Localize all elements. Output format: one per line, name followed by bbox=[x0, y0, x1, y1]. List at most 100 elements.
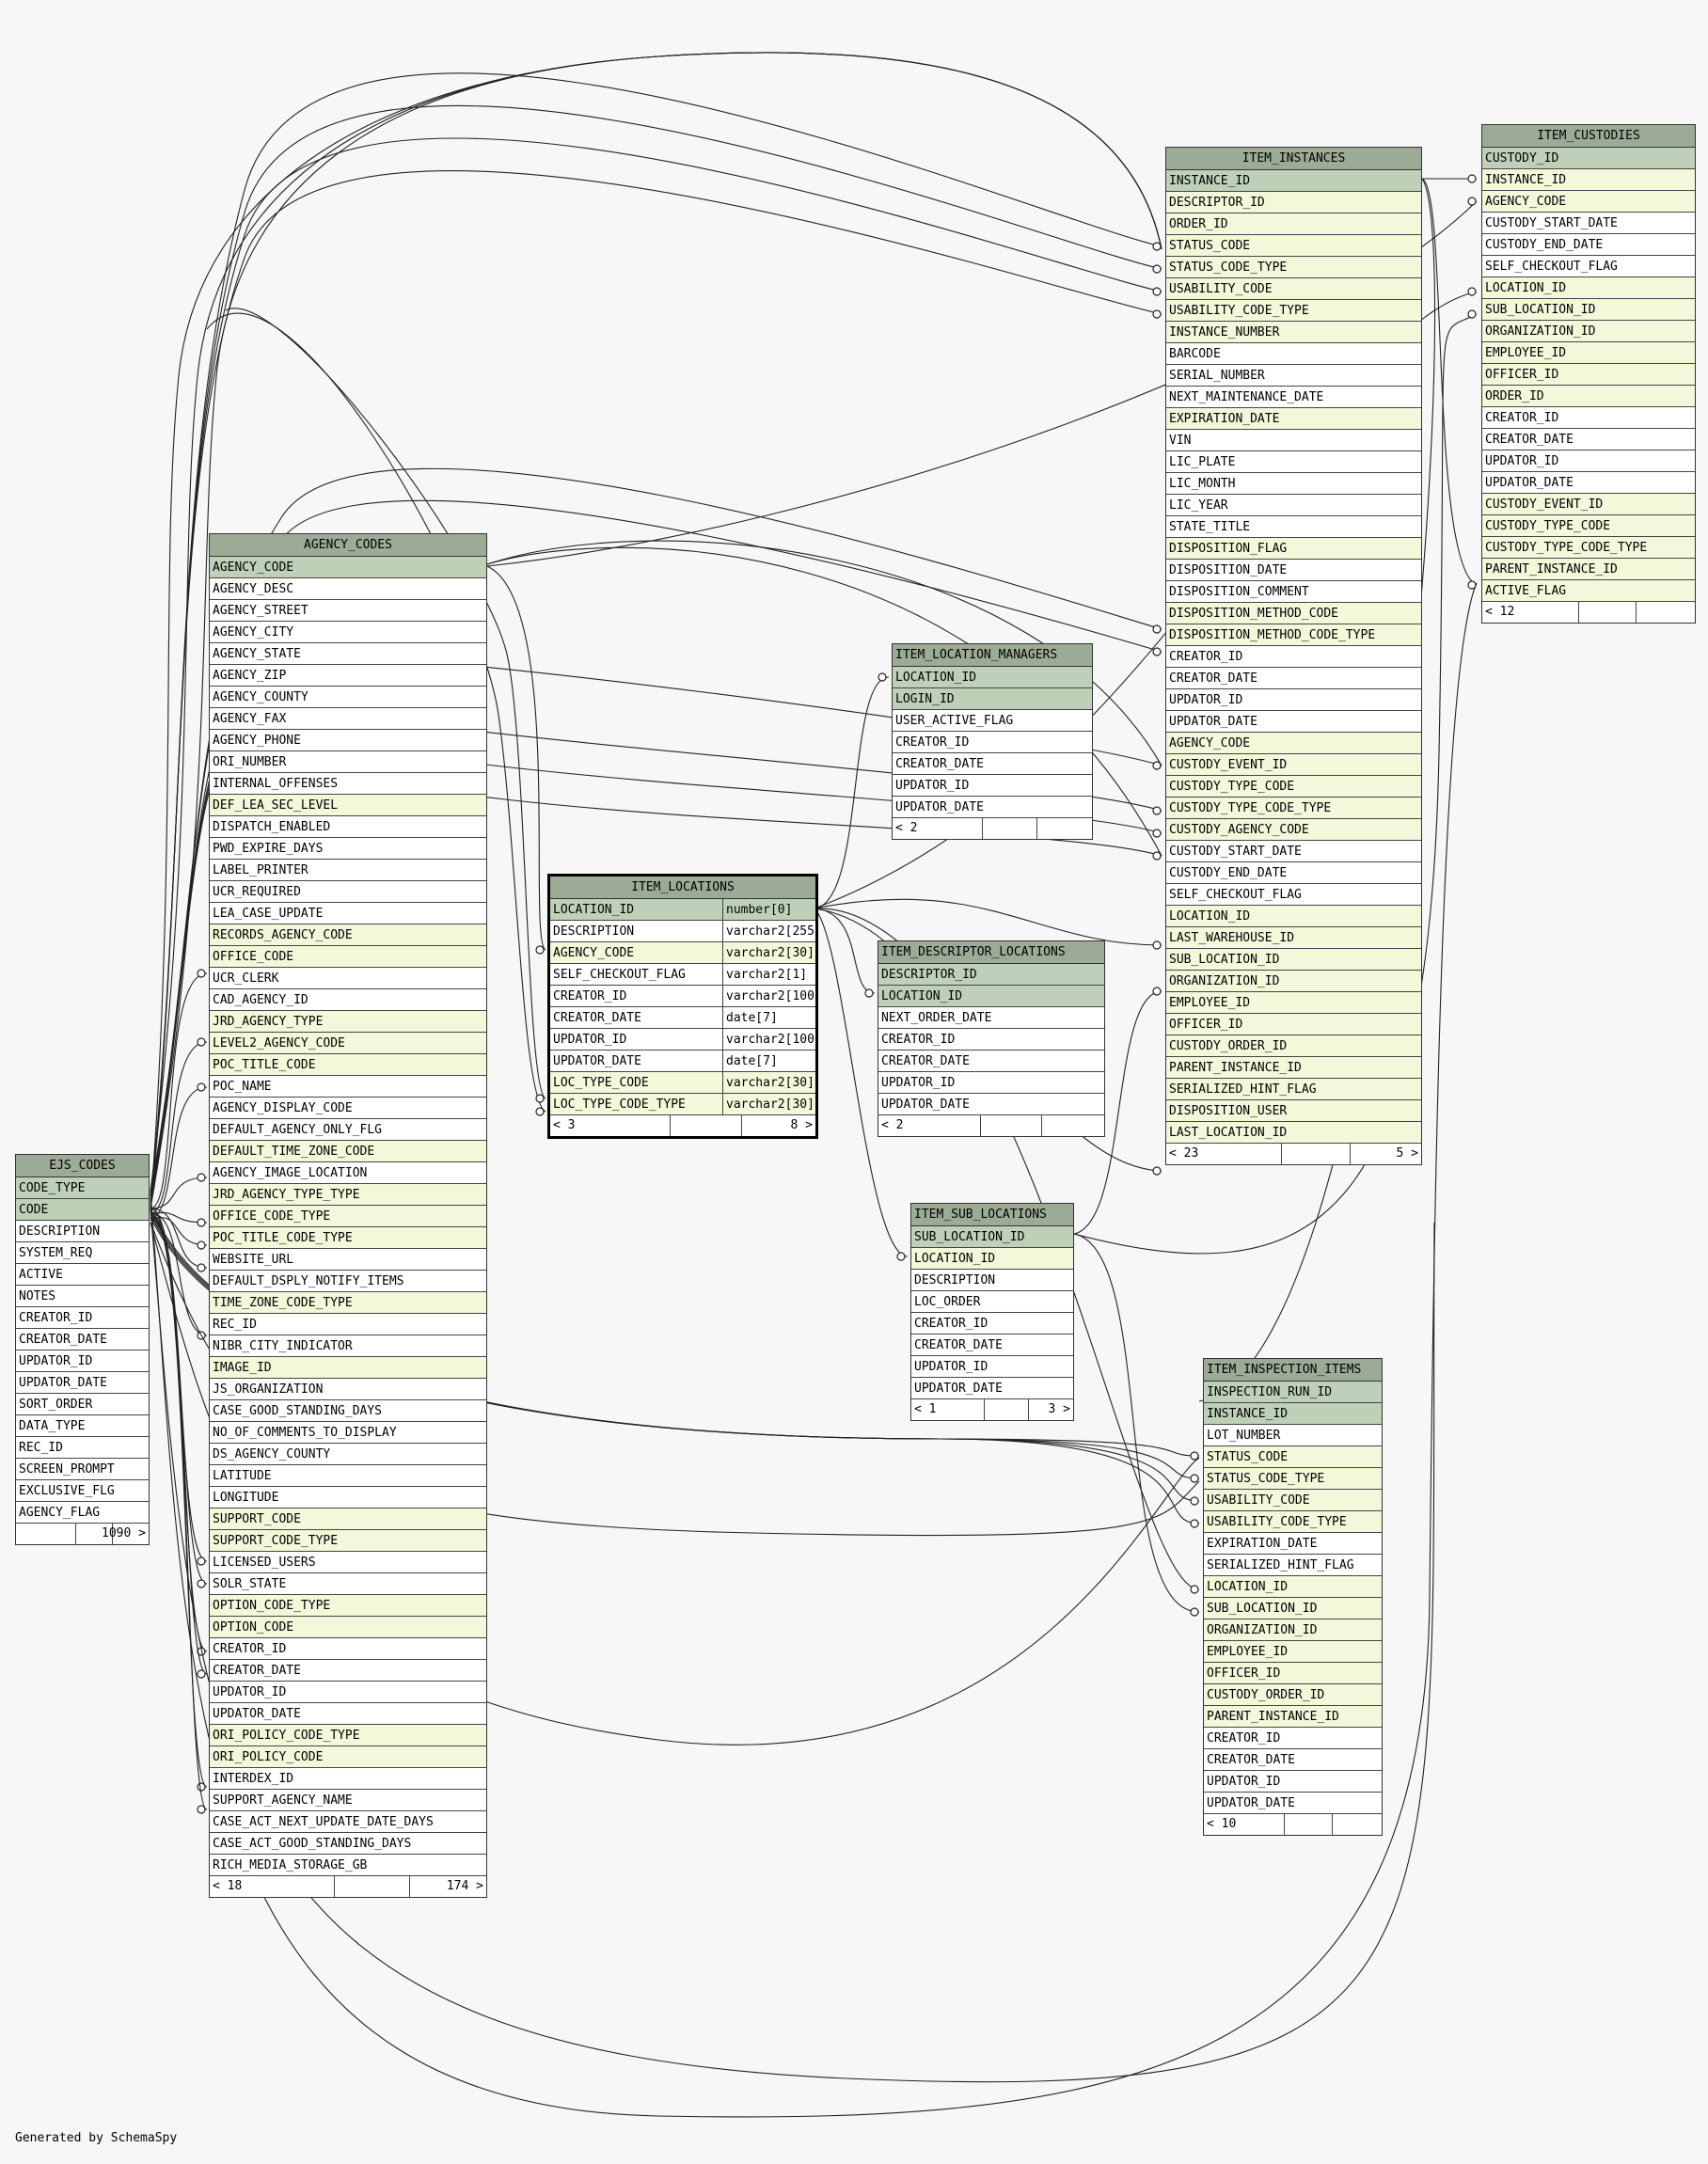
column-row[interactable]: UPDATOR_ID bbox=[1166, 689, 1421, 711]
column-row[interactable]: OPTION_CODE bbox=[210, 1617, 486, 1638]
column-row[interactable]: AGENCY_CODE bbox=[210, 557, 486, 578]
column-row[interactable]: DISPOSITION_USER bbox=[1166, 1100, 1421, 1122]
column-row[interactable]: STATUS_CODE bbox=[1166, 235, 1421, 257]
column-row[interactable]: NIBR_CITY_INDICATOR bbox=[210, 1335, 486, 1357]
column-row[interactable]: SYSTEM_REQ bbox=[16, 1242, 149, 1264]
column-row[interactable]: SUB_LOCATION_ID bbox=[1204, 1598, 1382, 1619]
column-row[interactable]: LOCATION_ID bbox=[1482, 277, 1695, 299]
column-row[interactable]: CREATOR_DATE bbox=[1166, 668, 1421, 689]
column-row[interactable]: DESCRIPTION bbox=[911, 1270, 1073, 1291]
column-row[interactable]: UPDATOR_ID bbox=[1482, 450, 1695, 472]
column-row[interactable]: NEXT_MAINTENANCE_DATE bbox=[1166, 387, 1421, 408]
column-row[interactable]: ACTIVE_FLAG bbox=[1482, 580, 1695, 602]
column-row[interactable]: ORGANIZATION_ID bbox=[1482, 321, 1695, 342]
column-row[interactable]: OFFICER_ID bbox=[1204, 1663, 1382, 1684]
column-row[interactable]: USABILITY_CODE bbox=[1204, 1490, 1382, 1511]
column-row[interactable]: STATUS_CODE bbox=[1204, 1446, 1382, 1468]
column-row[interactable]: DESCRIPTOR_ID bbox=[1166, 192, 1421, 213]
column-row[interactable]: SERIALIZED_HINT_FLAG bbox=[1166, 1079, 1421, 1100]
column-row[interactable]: OFFICER_ID bbox=[1482, 364, 1695, 386]
column-row[interactable]: REC_ID bbox=[210, 1314, 486, 1335]
column-row[interactable]: LATITUDE bbox=[210, 1465, 486, 1487]
column-row[interactable]: ORI_POLICY_CODE bbox=[210, 1746, 486, 1768]
column-row[interactable]: CUSTODY_EVENT_ID bbox=[1166, 754, 1421, 776]
column-row[interactable]: CUSTODY_AGENCY_CODE bbox=[1166, 819, 1421, 841]
column-row[interactable]: LABEL_PRINTER bbox=[210, 860, 486, 881]
column-row[interactable]: UPDATOR_DATE bbox=[878, 1094, 1104, 1115]
column-row[interactable]: RECORDS_AGENCY_CODE bbox=[210, 924, 486, 946]
column-row[interactable]: DISPOSITION_FLAG bbox=[1166, 538, 1421, 560]
column-row[interactable]: DISPOSITION_METHOD_CODE_TYPE bbox=[1166, 624, 1421, 646]
column-row[interactable]: STATUS_CODE_TYPE bbox=[1166, 257, 1421, 278]
parent-count[interactable]: < 3 bbox=[553, 1118, 576, 1132]
column-row[interactable]: EMPLOYEE_ID bbox=[1166, 992, 1421, 1014]
column-row[interactable]: INTERDEX_ID bbox=[210, 1768, 486, 1790]
column-row[interactable]: CREATOR_DATE bbox=[1482, 429, 1695, 450]
child-count[interactable]: 8 > bbox=[790, 1118, 813, 1132]
column-row[interactable]: LEA_CASE_UPDATE bbox=[210, 903, 486, 924]
column-row[interactable]: DEF_LEA_SEC_LEVEL bbox=[210, 795, 486, 816]
column-row[interactable]: ORDER_ID bbox=[1482, 386, 1695, 407]
column-row[interactable]: INSTANCE_NUMBER bbox=[1166, 322, 1421, 343]
column-row[interactable]: STATE_TITLE bbox=[1166, 516, 1421, 538]
column-row[interactable]: UPDATOR_DATE bbox=[16, 1372, 149, 1394]
column-row[interactable]: UPDATOR_DATE bbox=[893, 797, 1092, 818]
column-row[interactable]: CUSTODY_TYPE_CODE_TYPE bbox=[1482, 537, 1695, 559]
column-row[interactable]: INSPECTION_RUN_ID bbox=[1204, 1382, 1382, 1403]
child-count[interactable]: 5 > bbox=[1396, 1146, 1418, 1161]
column-row[interactable]: VIN bbox=[1166, 430, 1421, 451]
column-row[interactable]: EXCLUSIVE_FLG bbox=[16, 1480, 149, 1502]
parent-count[interactable]: < 12 bbox=[1485, 605, 1515, 619]
column-row[interactable]: CREATOR_ID bbox=[210, 1638, 486, 1660]
column-row[interactable]: CREATOR_ID bbox=[16, 1307, 149, 1329]
column-row[interactable]: CREATOR_DATE bbox=[1204, 1749, 1382, 1771]
column-row[interactable]: CASE_GOOD_STANDING_DAYS bbox=[210, 1400, 486, 1422]
parent-count[interactable]: < 1 bbox=[914, 1402, 937, 1416]
column-row[interactable]: USABILITY_CODE bbox=[1166, 278, 1421, 300]
column-row[interactable]: CUSTODY_TYPE_CODE bbox=[1166, 776, 1421, 798]
column-row[interactable]: CREATOR_ID bbox=[911, 1313, 1073, 1335]
column-row[interactable]: CUSTODY_START_DATE bbox=[1166, 841, 1421, 862]
column-row[interactable]: AGENCY_ZIP bbox=[210, 665, 486, 687]
column-row[interactable]: AGENCY_CODE bbox=[1482, 191, 1695, 213]
column-row[interactable]: AGENCY_STREET bbox=[210, 600, 486, 622]
column-row[interactable]: LOCATION_ID bbox=[1204, 1576, 1382, 1598]
column-row[interactable]: ORI_POLICY_CODE_TYPE bbox=[210, 1725, 486, 1746]
column-row[interactable]: SUB_LOCATION_ID bbox=[911, 1226, 1073, 1248]
column-row[interactable]: DS_AGENCY_COUNTY bbox=[210, 1444, 486, 1465]
column-row[interactable]: UCR_CLERK bbox=[210, 968, 486, 989]
column-row[interactable]: LEVEL2_AGENCY_CODE bbox=[210, 1033, 486, 1054]
column-row[interactable]: AGENCY_PHONE bbox=[210, 730, 486, 751]
column-row[interactable]: LONGITUDE bbox=[210, 1487, 486, 1508]
column-row[interactable]: EMPLOYEE_ID bbox=[1204, 1641, 1382, 1663]
column-row[interactable]: CREATOR_ID bbox=[878, 1029, 1104, 1050]
column-row[interactable]: NO_OF_COMMENTS_TO_DISPLAY bbox=[210, 1422, 486, 1444]
column-row[interactable]: DISPATCH_ENABLED bbox=[210, 816, 486, 838]
column-row[interactable]: STATUS_CODE_TYPE bbox=[1204, 1468, 1382, 1490]
child-count[interactable]: 174 > bbox=[446, 1879, 483, 1893]
column-row[interactable]: ACTIVE bbox=[16, 1264, 149, 1286]
column-row[interactable]: ORI_NUMBER bbox=[210, 751, 486, 773]
column-row[interactable]: LOCATION_ID bbox=[911, 1248, 1073, 1270]
column-row[interactable]: DEFAULT_TIME_ZONE_CODE bbox=[210, 1141, 486, 1162]
column-row[interactable]: WEBSITE_URL bbox=[210, 1249, 486, 1271]
column-row[interactable]: CREATOR_DATE bbox=[210, 1660, 486, 1682]
column-row[interactable]: SERIAL_NUMBER bbox=[1166, 365, 1421, 387]
column-row[interactable]: USER_ACTIVE_FLAG bbox=[893, 710, 1092, 732]
column-row[interactable]: ORGANIZATION_ID bbox=[1204, 1619, 1382, 1641]
column-row[interactable]: DISPOSITION_METHOD_CODE bbox=[1166, 603, 1421, 624]
column-row[interactable]: UPDATOR_DATE bbox=[911, 1378, 1073, 1399]
column-row[interactable]: SELF_CHECKOUT_FLAG bbox=[1166, 884, 1421, 906]
column-row[interactable]: CUSTODY_ID bbox=[1482, 148, 1695, 169]
